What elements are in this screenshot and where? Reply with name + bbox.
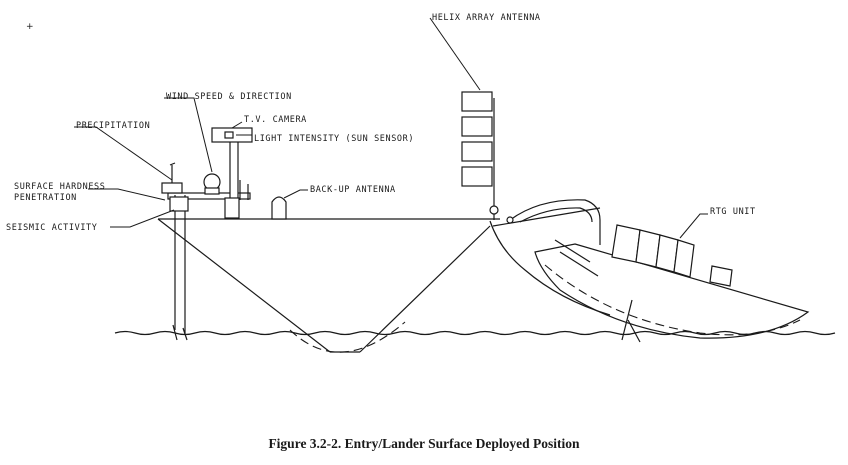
- figure-caption: Figure 3.2-2. Entry/Lander Surface Deplo…: [268, 436, 580, 451]
- lander-hull: [157, 218, 500, 353]
- corner-registration-mark: +: [26, 22, 34, 32]
- label-tv-camera: T.V. CAMERA: [244, 115, 307, 125]
- label-backup-antenna: BACK-UP ANTENNA: [310, 185, 396, 195]
- label-wind-speed-direction: WIND SPEED & DIRECTION: [166, 92, 292, 102]
- instrument-boom: [161, 127, 287, 341]
- rtg-hull: [534, 243, 810, 343]
- label-penetration: PENETRATION: [14, 193, 77, 203]
- label-rtg-unit: RTG UNIT: [710, 207, 756, 217]
- leader-lines: [74, 17, 708, 239]
- label-light-intensity: LIGHT INTENSITY (SUN SENSOR): [254, 134, 414, 144]
- label-helix-array-antenna: HELIX ARRAY ANTENNA: [432, 13, 541, 23]
- helix-array-antenna: [461, 91, 514, 224]
- rtg-unit-boxes: [611, 224, 733, 287]
- label-precipitation: PRECIPITATION: [76, 121, 150, 131]
- label-seismic-activity: SEISMIC ACTIVITY: [6, 223, 97, 233]
- water-surface-line: [114, 330, 836, 336]
- label-surface-hardness: SURFACE HARDNESS: [14, 182, 105, 192]
